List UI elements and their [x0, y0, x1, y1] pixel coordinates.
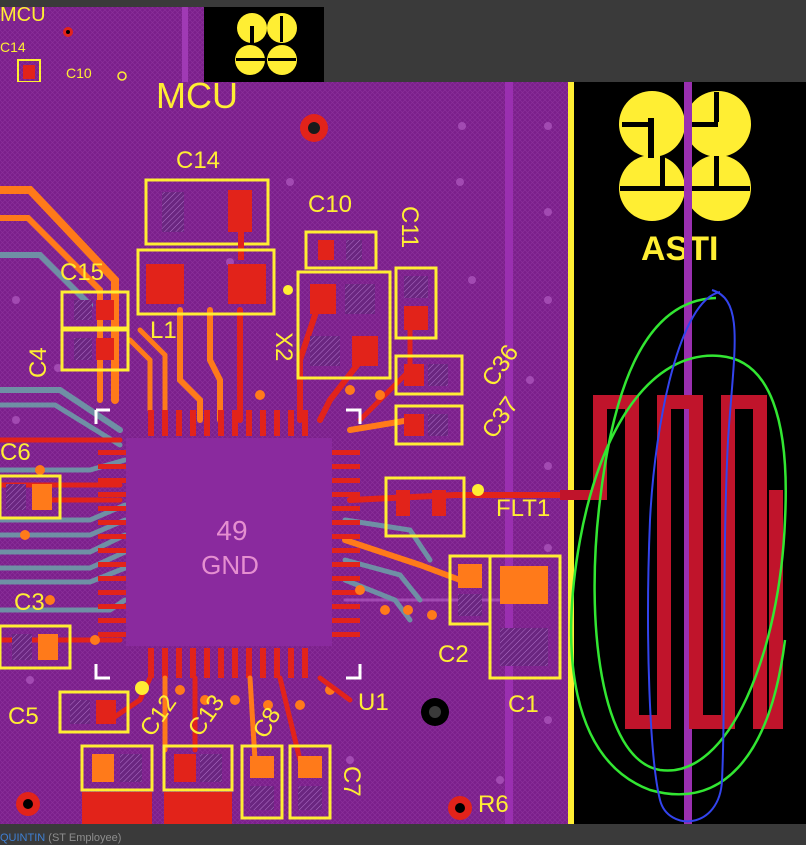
- label-c11: C11: [396, 206, 423, 248]
- via-orange: [20, 385, 437, 710]
- component-c1[interactable]: C1: [488, 554, 562, 718]
- component-flt1[interactable]: FLT1: [384, 476, 550, 538]
- chip-net-name: GND: [201, 550, 259, 580]
- label-c2: C2: [438, 641, 469, 668]
- thumb-c14-label: C14: [0, 39, 26, 55]
- component-x2[interactable]: X2: [270, 270, 392, 380]
- label-c14: C14: [176, 147, 220, 174]
- label-c6: C6: [0, 439, 31, 466]
- antenna-trace-icon: [593, 395, 783, 729]
- board-thumbnail[interactable]: MCU C14 C10: [0, 4, 324, 83]
- component-c15[interactable]: C15: [60, 259, 130, 330]
- label-c10: C10: [308, 191, 352, 218]
- component-l1[interactable]: L1: [136, 248, 276, 344]
- component-c10[interactable]: C10: [304, 191, 378, 270]
- mcu-pins-left: [98, 450, 126, 637]
- asti-logo-text: ASTI: [641, 230, 718, 268]
- component-c14[interactable]: C14: [144, 147, 270, 260]
- label-c7: C7: [338, 766, 365, 797]
- thumb-c10-label: C10: [66, 65, 92, 81]
- label-l1: L1: [150, 317, 177, 344]
- thumb-mcu-label: MCU: [0, 4, 46, 26]
- label-c4: C4: [25, 347, 52, 378]
- label-x2: X2: [270, 332, 297, 361]
- attribution-user-link[interactable]: QUINTIN: [0, 832, 46, 844]
- mcu-pins-right: [332, 450, 360, 637]
- component-c4[interactable]: C4: [25, 328, 130, 378]
- label-c5: C5: [8, 703, 39, 730]
- chip-pin-number: 49: [216, 515, 247, 546]
- annotation-blue-loop: [647, 289, 736, 823]
- label-c1: C1: [508, 691, 539, 718]
- component-c5[interactable]: C5: [8, 681, 149, 734]
- component-c11[interactable]: C11: [394, 206, 438, 340]
- keepout-border: [568, 82, 574, 824]
- component-c7[interactable]: C7: [288, 744, 365, 820]
- attribution-role: (ST Employee): [48, 832, 122, 844]
- mcu-pins-bottom: [148, 648, 308, 678]
- label-c15: C15: [60, 259, 104, 286]
- mcu-pins-top: [148, 410, 308, 436]
- component-c2[interactable]: C2: [438, 554, 492, 668]
- mcu-section-label: MCU: [156, 75, 238, 116]
- component-c6[interactable]: C6: [0, 439, 62, 520]
- mounting-hole-icon: [16, 114, 472, 820]
- post-attribution: QUINTIN (ST Employee): [0, 832, 121, 845]
- label-flt1: FLT1: [496, 495, 550, 522]
- label-c3: C3: [14, 589, 45, 616]
- edge-trace: [505, 82, 513, 824]
- asti-logo-icon: [619, 91, 751, 221]
- component-c3[interactable]: C3: [0, 589, 72, 670]
- label-r6: R6: [478, 791, 509, 818]
- keepout-trace: [684, 82, 692, 824]
- label-u1: U1: [358, 689, 389, 716]
- annotation-green-loop: [569, 296, 787, 796]
- thumb-asti-logo-icon: [235, 13, 297, 75]
- mcu-chip-u1[interactable]: 49 GND: [94, 408, 362, 680]
